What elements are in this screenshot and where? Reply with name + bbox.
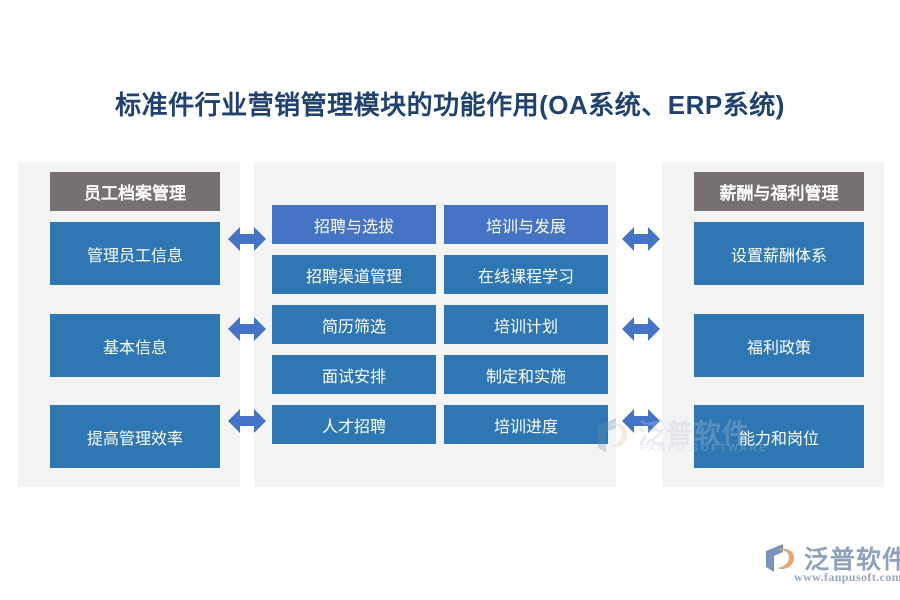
- mid-col-a-box-1[interactable]: 招聘与选拔: [272, 205, 436, 244]
- double-headed-arrow-icon: [622, 222, 660, 256]
- double-headed-arrow-icon: [622, 312, 660, 346]
- double-headed-arrow-icon: [228, 222, 266, 256]
- brand-url: www.fanpusoft.com: [794, 570, 900, 584]
- mid-col-b-box-2[interactable]: 在线课程学习: [444, 255, 608, 294]
- left-box-3[interactable]: 提高管理效率: [50, 405, 220, 468]
- double-headed-arrow-icon: [622, 404, 660, 438]
- brand-name: 泛普软件: [804, 546, 900, 574]
- left-box-2[interactable]: 基本信息: [50, 314, 220, 377]
- mid-col-b-box-5[interactable]: 培训进度: [444, 405, 608, 444]
- double-headed-arrow-icon: [228, 404, 266, 438]
- mid-col-b-box-3[interactable]: 培训计划: [444, 305, 608, 344]
- right-column-header: 薪酬与福利管理: [694, 172, 864, 211]
- mid-col-a-box-3[interactable]: 简历筛选: [272, 305, 436, 344]
- mid-col-b-box-1[interactable]: 培训与发展: [444, 205, 608, 244]
- double-headed-arrow-icon: [228, 312, 266, 346]
- left-column-header: 员工档案管理: [50, 172, 220, 211]
- mid-col-a-box-4[interactable]: 面试安排: [272, 355, 436, 394]
- panel-compensation-benefits: 薪酬与福利管理 设置薪酬体系 福利政策 能力和岗位: [662, 162, 884, 487]
- mid-col-a-box-5[interactable]: 人才招聘: [272, 405, 436, 444]
- left-box-1[interactable]: 管理员工信息: [50, 222, 220, 285]
- mid-col-a-box-2[interactable]: 招聘渠道管理: [272, 255, 436, 294]
- fanpu-logo-mark-icon: [762, 542, 806, 581]
- mid-col-b-box-4[interactable]: 制定和实施: [444, 355, 608, 394]
- right-box-2[interactable]: 福利政策: [694, 314, 864, 377]
- right-box-3[interactable]: 能力和岗位: [694, 405, 864, 468]
- panel-employee-records: 员工档案管理 管理员工信息 基本信息 提高管理效率: [18, 162, 240, 487]
- right-box-1[interactable]: 设置薪酬体系: [694, 222, 864, 285]
- brand-logo: 泛普软件 www.fanpusoft.com: [762, 540, 900, 590]
- panel-recruitment-training: 招聘与选拔 招聘渠道管理 简历筛选 面试安排 人才招聘 培训与发展 在线课程学习…: [254, 162, 616, 487]
- page-title: 标准件行业营销管理模块的功能作用(OA系统、ERP系统): [115, 90, 785, 120]
